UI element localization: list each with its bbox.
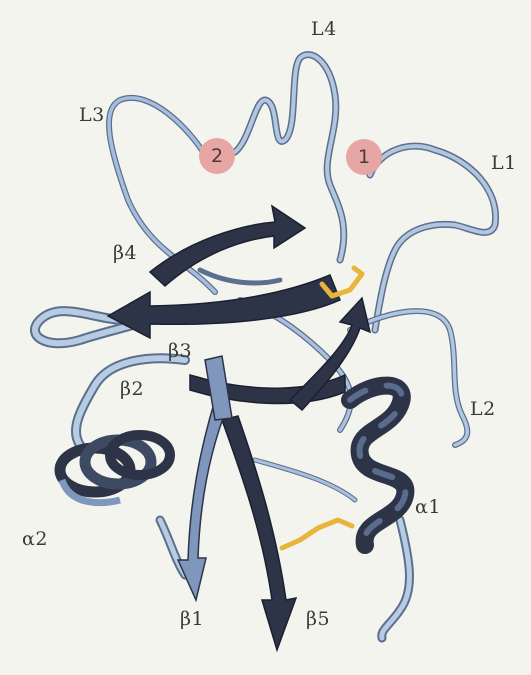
- label-l3: L3: [79, 104, 105, 126]
- label-l1: L1: [491, 152, 517, 174]
- label-beta1: β1: [180, 608, 204, 630]
- label-l2: L2: [470, 398, 496, 420]
- label-l4: L4: [311, 18, 337, 40]
- binding-site-1-marker: 1: [346, 139, 382, 175]
- label-beta3: β3: [168, 340, 192, 362]
- label-alpha1: α1: [415, 496, 441, 518]
- label-beta5: β5: [306, 608, 330, 630]
- label-alpha2: α2: [22, 528, 48, 550]
- label-beta2: β2: [120, 378, 144, 400]
- binding-site-2-marker: 2: [199, 138, 235, 174]
- label-beta4: β4: [113, 242, 137, 264]
